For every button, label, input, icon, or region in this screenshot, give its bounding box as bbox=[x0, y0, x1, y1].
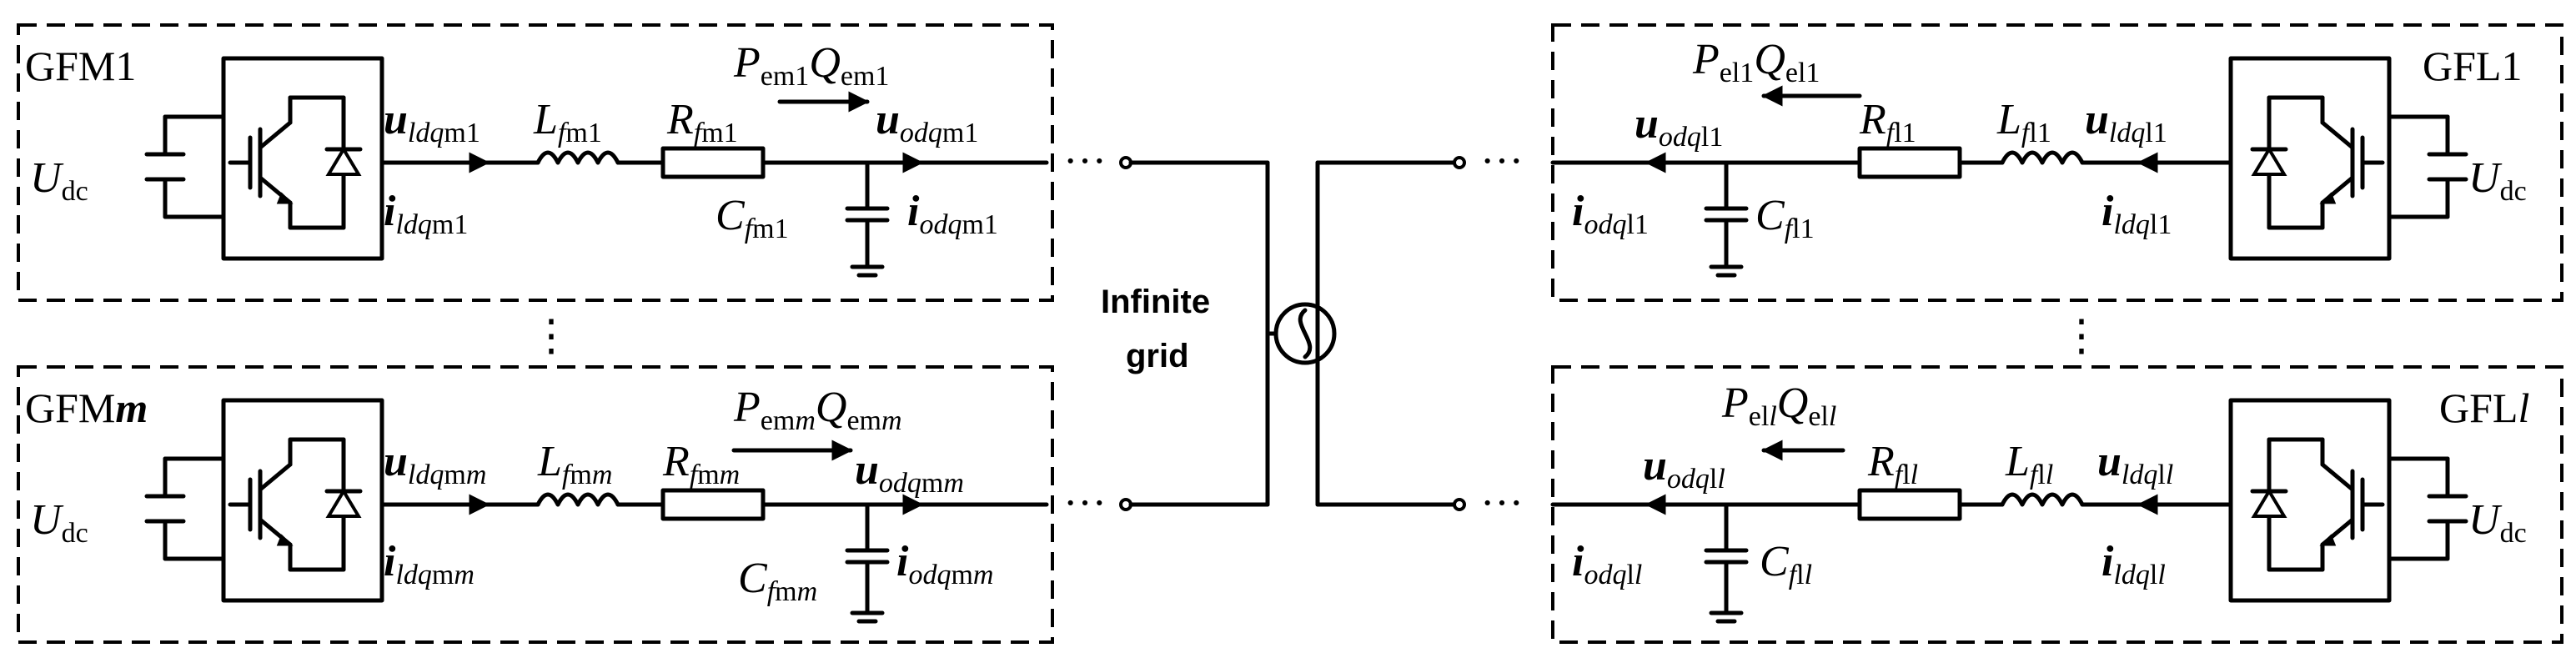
gfl1-converter-box bbox=[2228, 56, 2392, 261]
gfl1-cf-label: Cfl1 bbox=[1755, 192, 1815, 244]
gfmm-ildq-label: ildqmm bbox=[384, 538, 475, 590]
gfl1-boundary bbox=[1551, 23, 2563, 302]
gfm1-block: GFM1 Udc uldqm1 ildqm1 Lfm1 Rf bbox=[17, 23, 1054, 302]
gfm1-boundary bbox=[17, 23, 1054, 302]
gfm1-iodq-label: iodqm1 bbox=[907, 188, 998, 240]
gfl1-uodq-label: uodql1 bbox=[1634, 100, 1723, 153]
gfl1-inductor-icon bbox=[2000, 150, 2085, 165]
gfmm-pq-label: PemmQemm bbox=[733, 384, 902, 436]
gfl1-rf-label: Rfl1 bbox=[1859, 96, 1916, 148]
gfm1-udc-label: Udc bbox=[30, 154, 88, 207]
gfll-terminal bbox=[1453, 498, 1466, 511]
gfll-pq-label: PellQell bbox=[1721, 379, 1836, 432]
gfll-resistor-icon bbox=[1857, 488, 1962, 521]
gfl1-igbt-icon bbox=[2252, 98, 2383, 228]
gfll-rf-label: Rfll bbox=[1867, 438, 1918, 490]
gfll-uodq-label: uodqll bbox=[1643, 442, 1725, 495]
gfl1-iodq-label: iodql1 bbox=[1572, 188, 1649, 240]
gfll-title: GFLl bbox=[2439, 384, 2529, 431]
gfm1-uodq-label: uodqm1 bbox=[876, 96, 978, 148]
gfmm-converter-box bbox=[221, 398, 384, 603]
gfll-uldq-label: uldqll bbox=[2097, 438, 2173, 490]
gfl1-uldq-label: uldql1 bbox=[2085, 96, 2167, 148]
gfmm-lf-label: Lfmm bbox=[537, 438, 612, 490]
gfll-cf-label: Cfll bbox=[1760, 538, 1812, 590]
gfmm-boundary bbox=[17, 365, 1054, 644]
gfm1-resistor-icon bbox=[660, 146, 766, 179]
gfl1-udc-label: Udc bbox=[2468, 154, 2527, 207]
gfmm-udc-label: Udc bbox=[30, 496, 88, 549]
gfmm-rf-label: Rfmm bbox=[662, 438, 740, 490]
gfmm-igbt-icon bbox=[230, 440, 360, 570]
grid-label-line1: Infinite bbox=[1101, 284, 1210, 320]
gfmm-uldq-label: uldqmm bbox=[384, 438, 486, 490]
gfm1-lf-label: Lfm1 bbox=[533, 96, 602, 148]
gfll-inductor-icon bbox=[2000, 492, 2085, 507]
gfmm-uodq-label: uodqmm bbox=[855, 446, 964, 499]
gfm1-uldq-label: uldqm1 bbox=[384, 96, 480, 148]
gfm1-converter-box bbox=[221, 56, 384, 261]
gfl1-terminal bbox=[1453, 156, 1466, 169]
gfm1-igbt-icon bbox=[230, 98, 360, 228]
gfm1-ellipsis: ··· bbox=[1063, 138, 1107, 185]
gfll-boundary bbox=[1551, 365, 2563, 644]
gfmm-cf-label: Cfmm bbox=[738, 555, 817, 607]
gfl1-ellipsis: ··· bbox=[1480, 138, 1524, 185]
gfm1-inductor-icon bbox=[535, 150, 620, 165]
gfll-lf-label: Lfll bbox=[2005, 438, 2053, 490]
gfmm-title: GFMm bbox=[25, 384, 148, 431]
gfl1-pq-label: Pel1Qel1 bbox=[1692, 36, 1820, 88]
gfl1-block: GFL1 Udc uldql1 ildql1 Lfl1 Rfl1 Cfl1 Pe… bbox=[1550, 23, 2563, 302]
gfl1-title: GFL1 bbox=[2423, 43, 2522, 89]
gfll-ellipsis: ··· bbox=[1480, 480, 1524, 527]
gfm1-pq-label: Pem1Qem1 bbox=[733, 39, 889, 92]
gfl1-ildq-label: ildql1 bbox=[2101, 188, 2172, 240]
gfmm-inductor-icon bbox=[535, 492, 620, 507]
gfll-iodq-label: iodqll bbox=[1572, 538, 1642, 590]
infinite-grid: ··· ··· ··· ··· Infinite grid bbox=[1063, 138, 1524, 527]
gfl1-lf-label: Lfl1 bbox=[1996, 96, 2051, 148]
gfm1-ildq-label: ildqm1 bbox=[384, 188, 468, 240]
gfm1-rf-label: Rfm1 bbox=[666, 96, 738, 148]
gfmm-resistor-icon bbox=[660, 488, 766, 521]
grid-label-line2: grid bbox=[1126, 338, 1189, 374]
gfmm-iodq-label: iodqmm bbox=[896, 538, 993, 590]
gfll-igbt-icon bbox=[2252, 440, 2383, 570]
gfmm-ellipsis: ··· bbox=[1063, 480, 1107, 527]
gfll-block: GFLl Udc uldqll ildqll Lfll Rfll Cfll Pe… bbox=[1550, 365, 2563, 644]
gfmm-block: GFMm Udc uldqmm ildqmm Lfmm Rfmm Cfmm Pe… bbox=[17, 365, 1054, 644]
gfll-ildq-label: ildqll bbox=[2101, 538, 2166, 590]
gfl-vertical-ellipsis: ⋮ bbox=[2060, 313, 2103, 360]
gfll-udc-label: Udc bbox=[2468, 496, 2527, 549]
gfm1-title: GFM1 bbox=[25, 43, 136, 89]
gfm-vertical-ellipsis: ⋮ bbox=[530, 313, 573, 360]
sine-wave-icon bbox=[1298, 308, 1313, 359]
gfll-converter-box bbox=[2228, 398, 2392, 603]
gfl1-resistor-icon bbox=[1857, 146, 1962, 179]
gfm1-cf-label: Cfm1 bbox=[716, 192, 789, 244]
